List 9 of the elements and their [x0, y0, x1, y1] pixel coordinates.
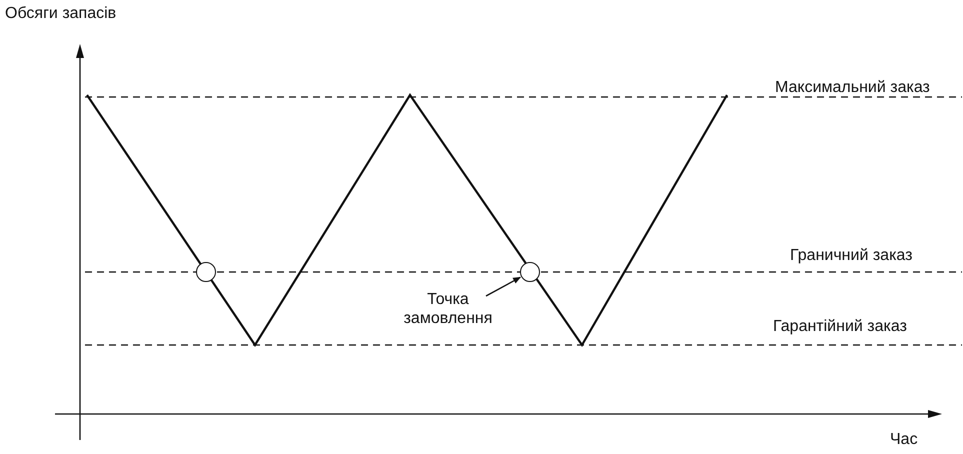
x-axis-label: Час — [890, 430, 918, 449]
level-label: Граничний заказ — [790, 246, 912, 265]
level-label: Гарантійний заказ — [773, 317, 907, 336]
reorder-point-marker — [520, 262, 540, 282]
y-axis-label: Обсяги запасів — [5, 4, 116, 23]
level-label: Максимальний заказ — [775, 78, 930, 97]
reorder-point-marker — [196, 262, 216, 282]
callout-label: Точка замовлення — [400, 290, 496, 328]
leader-arrow — [486, 276, 522, 297]
